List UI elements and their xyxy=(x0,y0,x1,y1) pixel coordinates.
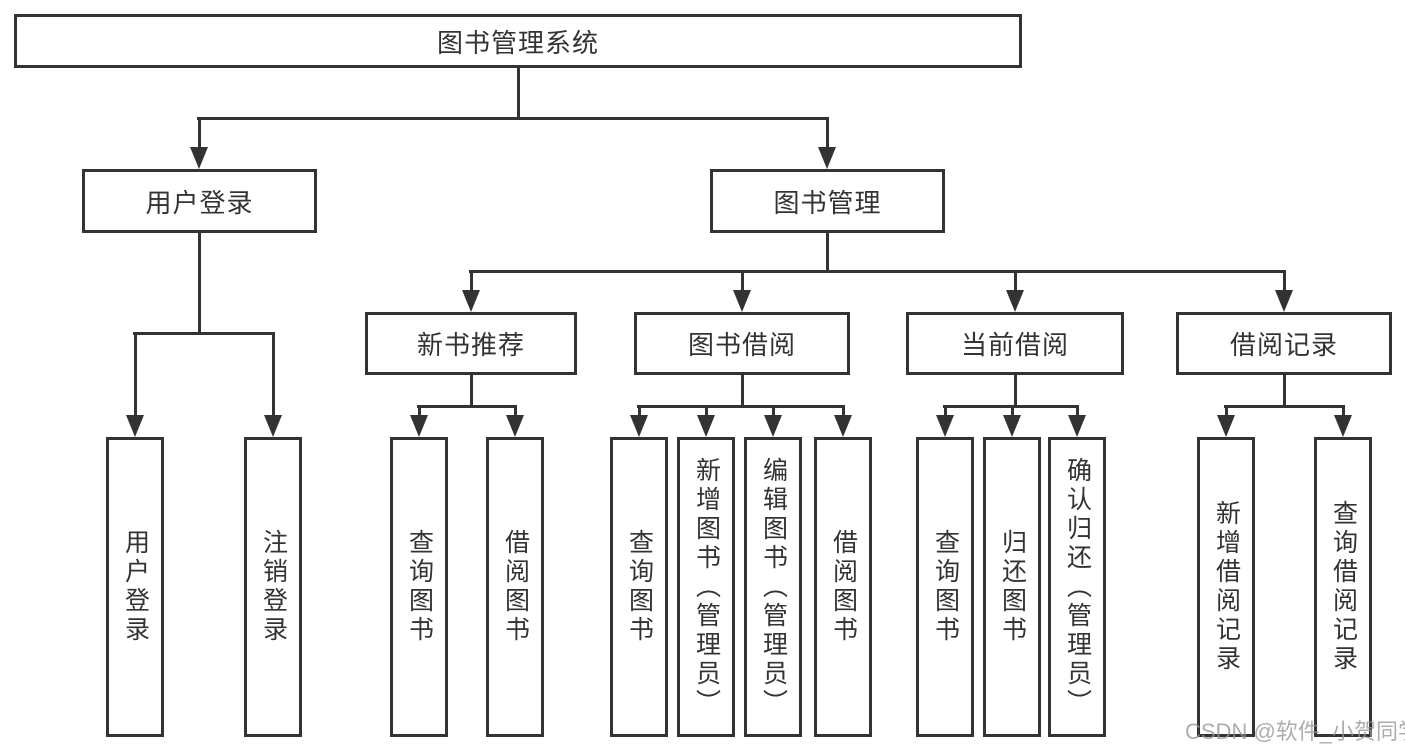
leaf-recommend-borrow-books: 借阅图书 xyxy=(486,437,544,737)
node-user-login: 用户登录 xyxy=(82,169,317,233)
connector-stem xyxy=(772,405,775,418)
connector-rail xyxy=(637,405,844,408)
connector-bookmgmt-stub xyxy=(826,231,829,273)
leaf-current-query-books: 查询图书 xyxy=(916,437,974,737)
arrowhead-down-icon xyxy=(630,415,648,437)
connector-stem xyxy=(638,405,641,418)
connector-stub xyxy=(1283,373,1286,408)
node-borrow-records: 借阅记录 xyxy=(1176,312,1392,375)
leaf-borrowing-borrow-books: 借阅图书 xyxy=(814,437,872,737)
arrowhead-down-icon xyxy=(126,415,144,437)
connector-stem xyxy=(272,332,275,416)
connector-stem xyxy=(842,405,845,418)
connector-stem xyxy=(514,405,517,418)
connector-stub xyxy=(741,373,744,408)
node-new-book-recommend: 新书推荐 xyxy=(365,312,577,375)
connector-stub xyxy=(470,373,473,408)
watermark: CSDN @软件_小贺同学 xyxy=(1185,719,1405,744)
connector-stem xyxy=(1076,405,1079,418)
leaf-logout: 注销登录 xyxy=(244,437,302,737)
connector-userlogin-rail xyxy=(133,332,275,335)
arrowhead-down-icon xyxy=(764,415,782,437)
leaf-records-add-record: 新增借阅记录 xyxy=(1197,437,1255,737)
connector-stem xyxy=(418,405,421,418)
arrowhead-down-icon xyxy=(462,290,480,312)
arrowhead-down-icon xyxy=(506,415,524,437)
arrowhead-down-icon xyxy=(190,147,208,169)
connector-stem xyxy=(705,405,708,418)
connector-stem xyxy=(944,405,947,418)
arrowhead-down-icon xyxy=(1275,290,1293,312)
node-book-mgmt: 图书管理 xyxy=(710,169,945,233)
arrowhead-down-icon xyxy=(818,147,836,169)
connector-stem xyxy=(470,270,473,293)
connector-stem xyxy=(1283,270,1286,293)
leaf-user-login: 用户登录 xyxy=(106,437,164,737)
arrowhead-down-icon xyxy=(1068,415,1086,437)
arrowhead-down-icon xyxy=(697,415,715,437)
connector-level2-rail xyxy=(197,117,829,120)
leaf-borrowing-edit-books-admin: 编辑图书（管理员） xyxy=(744,437,802,737)
connector-root-stub xyxy=(517,66,520,119)
connector-rail xyxy=(943,405,1078,408)
arrowhead-down-icon xyxy=(1003,415,1021,437)
connector-stem xyxy=(826,117,829,150)
arrowhead-down-icon xyxy=(1006,290,1024,312)
connector-stem xyxy=(1225,405,1228,418)
connector-userlogin-stub xyxy=(198,231,201,335)
arrowhead-down-icon xyxy=(1217,415,1235,437)
connector-stem xyxy=(198,117,201,150)
arrowhead-down-icon xyxy=(1334,415,1352,437)
connector-stem xyxy=(134,332,137,416)
arrowhead-down-icon xyxy=(936,415,954,437)
leaf-records-query-record: 查询借阅记录 xyxy=(1314,437,1372,737)
connector-stub xyxy=(1014,373,1017,408)
node-book-borrowing: 图书借阅 xyxy=(634,312,850,375)
connector-stem xyxy=(1014,270,1017,293)
arrowhead-down-icon xyxy=(264,415,282,437)
connector-rail xyxy=(1224,405,1344,408)
connector-level3-rail xyxy=(469,270,1286,273)
leaf-current-confirm-return-admin: 确认归还（管理员） xyxy=(1048,437,1106,737)
leaf-current-return-books: 归还图书 xyxy=(983,437,1041,737)
arrowhead-down-icon xyxy=(410,415,428,437)
leaf-borrowing-add-books-admin: 新增图书（管理员） xyxy=(677,437,735,737)
connector-stem xyxy=(1342,405,1345,418)
connector-rail xyxy=(417,405,516,408)
leaf-recommend-query-books: 查询图书 xyxy=(390,437,448,737)
connector-stem xyxy=(741,270,744,293)
connector-stem xyxy=(1011,405,1014,418)
arrowhead-down-icon xyxy=(834,415,852,437)
node-root: 图书管理系统 xyxy=(14,14,1022,68)
node-current-borrowing: 当前借阅 xyxy=(906,312,1124,375)
arrowhead-down-icon xyxy=(733,290,751,312)
leaf-borrowing-query-books: 查询图书 xyxy=(610,437,668,737)
